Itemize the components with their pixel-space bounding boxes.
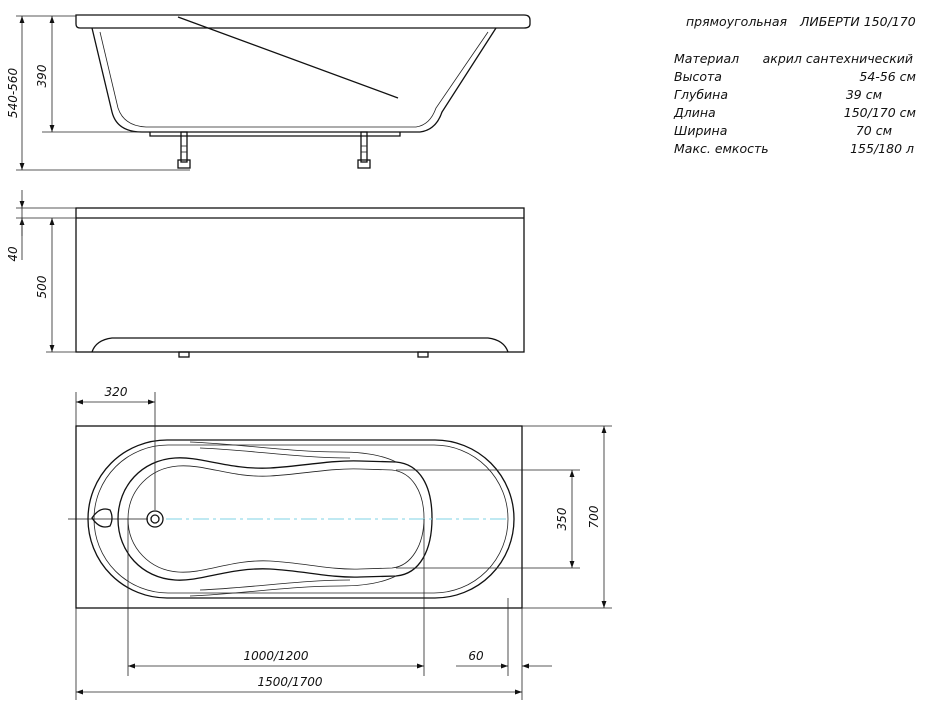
dim-label-inner-width: 350	[555, 507, 569, 530]
dim-label-width: 700	[587, 505, 601, 528]
spec-label-width: Ширина	[674, 123, 727, 138]
top-armrest-lower-2	[199, 579, 351, 591]
panel-bottom-curve	[91, 337, 509, 353]
side-tub-body	[91, 27, 497, 133]
side-view: 540-560 390	[6, 14, 531, 171]
model-name: ЛИБЕРТИ 150/170	[799, 14, 916, 29]
side-leg-right	[357, 131, 371, 169]
spec-label-length: Длина	[673, 105, 716, 120]
side-rim	[75, 14, 531, 29]
dim-label-edge-offset: 60	[468, 649, 484, 663]
spec-value-height: 54-56 см	[859, 69, 916, 84]
spec-value-material: акрил сантехнический	[763, 51, 913, 66]
spec-label-depth: Глубина	[674, 87, 728, 102]
panel-foot-right	[417, 351, 429, 358]
top-armrest-lower	[189, 575, 397, 597]
panel-foot-left	[178, 351, 190, 358]
bath-type: прямоугольная	[686, 14, 788, 29]
spec-label-height: Высота	[674, 69, 722, 84]
top-drain-outer	[146, 510, 164, 528]
top-view: 320 350 700 1000/1200 60 1500/1700	[68, 385, 612, 700]
panel-view: 40 500	[6, 190, 525, 358]
top-outline	[75, 425, 523, 609]
top-overflow	[91, 508, 113, 528]
side-leg-left	[177, 131, 191, 169]
dim-label-drain-offset: 320	[105, 385, 128, 399]
spec-value-length: 150/170 см	[844, 105, 916, 120]
top-armrest-upper-2	[199, 447, 351, 459]
dim-label-inner-length: 1000/1200	[243, 649, 308, 663]
top-armrest-upper	[189, 441, 397, 463]
spec-value-capacity: 155/180 л	[850, 141, 914, 156]
spec-value-width: 70 см	[856, 123, 892, 138]
panel-outline	[75, 207, 525, 353]
side-backrest-line	[177, 16, 399, 99]
side-tub-inner	[99, 31, 489, 128]
dim-label-length: 1500/1700	[257, 675, 322, 689]
spec-value-depth: 39 см	[846, 87, 882, 102]
spec-block: прямоугольная ЛИБЕРТИ 150/170 Материал а…	[673, 14, 916, 156]
dim-label-rim: 40	[6, 246, 20, 262]
dim-label-depth: 390	[35, 64, 49, 87]
spec-label-material: Материал	[674, 51, 739, 66]
top-drain-inner	[150, 514, 160, 524]
dim-label-total-height: 540-560	[6, 68, 20, 119]
dim-label-panel-height: 500	[35, 275, 49, 298]
top-basin-bottom-inner	[127, 465, 425, 573]
spec-label-capacity: Макс. емкость	[674, 141, 769, 156]
top-basin-bottom	[117, 457, 433, 581]
side-base	[149, 132, 401, 137]
